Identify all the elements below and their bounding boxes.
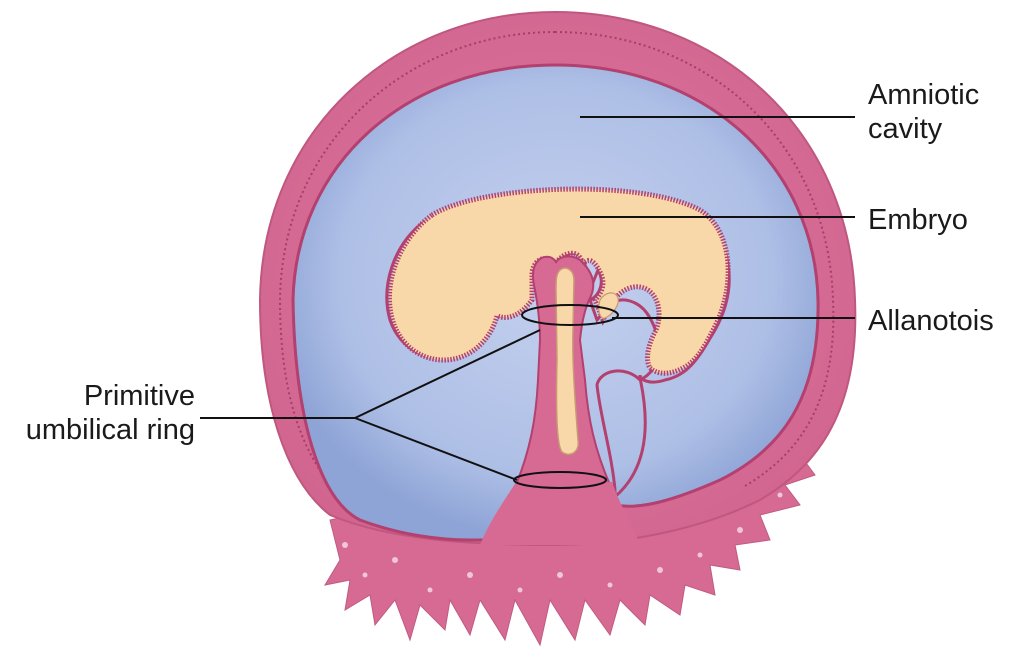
allantois — [555, 267, 579, 456]
label-ring-line2: umbilical ring — [25, 414, 195, 446]
leader-ring-upper — [354, 329, 541, 419]
leader-ring-lower — [354, 417, 518, 481]
label-amniotic-line2: cavity — [868, 113, 943, 145]
umbilical-ring-upper — [521, 304, 619, 326]
umbilical-ring-lower — [513, 471, 607, 489]
label-umbilical-ring: Primitive umbilical ring — [26, 379, 195, 447]
label-embryo: Embryo — [868, 204, 968, 236]
label-amniotic-cavity: Amniotic cavity — [868, 78, 979, 146]
label-amniotic-line1: Amniotic — [868, 79, 980, 111]
outer-membrane-edge — [554, 31, 835, 487]
villi-stipple — [342, 492, 783, 593]
stalk-lower — [480, 482, 640, 545]
label-allantois: Allanotois — [868, 305, 994, 337]
embryo-body — [386, 186, 731, 376]
label-ring-line1: Primitive — [83, 380, 195, 412]
allantois-bud — [598, 292, 619, 319]
